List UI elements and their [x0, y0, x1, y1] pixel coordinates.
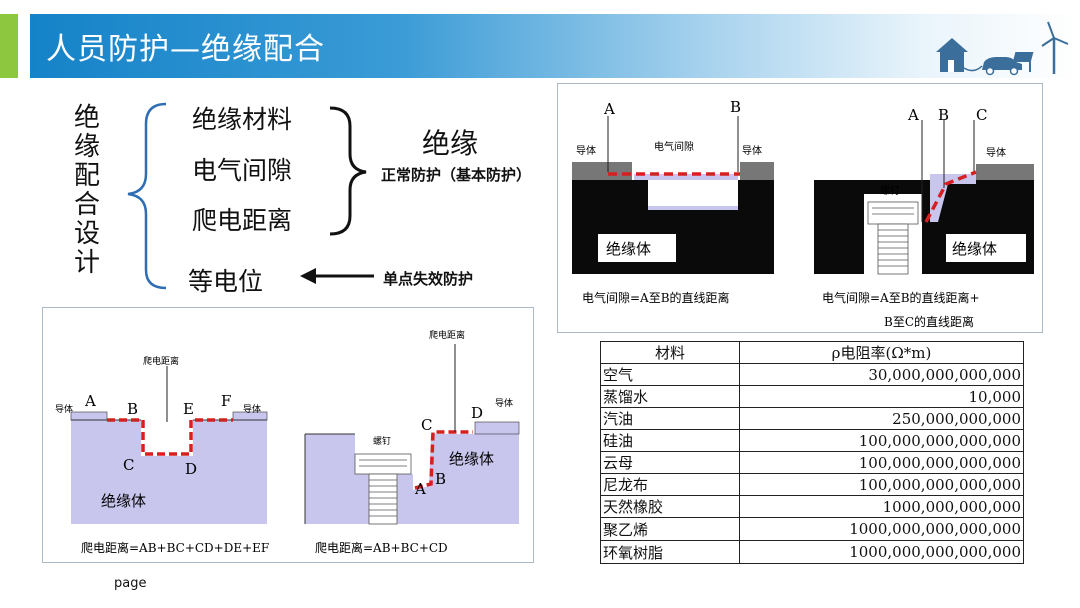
- material-cell: 空气: [600, 363, 740, 386]
- table-row: 尼龙布 100,000,000,000,000: [600, 473, 1024, 496]
- normal-protection-label: 正常防护（基本防护）: [381, 166, 532, 184]
- clearance-right-screw: 螺钉: [880, 185, 900, 197]
- resistivity-cell: 1000,000,000,000,000: [739, 540, 1024, 564]
- creepage-right-A: A: [414, 480, 426, 498]
- creepage-left-E: E: [183, 400, 194, 418]
- clearance-figure: A B 导体 导体 电气间隙 绝缘体 电气间隙=A至B的直线距离: [557, 83, 1043, 333]
- creepage-left-conductor-a: 导体: [55, 403, 73, 415]
- creepage-right-B: B: [435, 470, 446, 488]
- term-insulating-material: 绝缘材料: [192, 105, 293, 134]
- vertical-title: 绝 缘 配 合 设 计: [70, 104, 104, 278]
- clearance-right-C: C: [976, 106, 987, 124]
- footer-page-label: page: [114, 576, 147, 591]
- table-row: 蒸馏水 10,000: [600, 385, 1024, 408]
- resistivity-cell: 100,000,000,000,000: [739, 429, 1024, 452]
- insulation-label: 绝缘: [422, 127, 479, 160]
- page-title: 人员防护—绝缘配合: [46, 32, 325, 67]
- table-row: 环氧树脂 1000,000,000,000,000: [600, 540, 1024, 564]
- resistivity-cell: 10,000: [739, 385, 1024, 408]
- table-row: 汽油 250,000,000,000: [600, 407, 1024, 430]
- table-row: 聚乙烯 1000,000,000,000,000: [600, 517, 1024, 541]
- vertical-title-char: 合: [73, 190, 100, 220]
- vertical-title-char: 配: [73, 161, 100, 191]
- term-clearance: 电气间隙: [192, 156, 293, 185]
- clearance-left-conductor-b: 导体: [742, 145, 762, 157]
- creepage-left-insulator: 绝缘体: [101, 492, 146, 510]
- resistivity-cell: 30,000,000,000,000: [739, 363, 1024, 386]
- clearance-right-caption-1: 电气间隙=A至B的直线距离+: [822, 290, 980, 305]
- material-cell: 云母: [600, 451, 740, 474]
- material-cell: 尼龙布: [600, 473, 740, 496]
- table-row: 天然橡胶 1000,000,000,000: [600, 495, 1024, 518]
- brace-diagram: [127, 102, 374, 290]
- creepage-right-screw: 螺钉: [373, 436, 391, 447]
- clearance-right-A: A: [907, 106, 919, 124]
- creepage-right-caption: 爬电距离=AB+BC+CD: [315, 540, 448, 555]
- creepage-figure: 爬电距离 导体 导体 A B C D E F 绝缘体 爬电距离=AB+BC+CD…: [42, 307, 534, 563]
- creepage-right-insulator: 绝缘体: [449, 450, 494, 468]
- resistivity-cell: 1000,000,000,000,000: [739, 517, 1024, 541]
- creepage-right-conductor: 导体: [495, 397, 513, 409]
- material-cell: 汽油: [600, 407, 740, 430]
- creepage-left-label: 爬电距离: [143, 355, 179, 367]
- header-accent: [0, 14, 18, 78]
- creepage-left-B: B: [127, 400, 138, 418]
- material-cell: 环氧树脂: [600, 540, 740, 564]
- creepage-left-F: F: [221, 392, 231, 410]
- term-equipotential: 等电位: [188, 267, 264, 296]
- clearance-left-conductor-a: 导体: [576, 145, 596, 157]
- vertical-title-char: 绝: [73, 103, 100, 133]
- single-fault-label: 单点失效防护: [383, 270, 474, 288]
- creepage-right-label: 爬电距离: [429, 329, 465, 341]
- resistivity-cell: 100,000,000,000,000: [739, 473, 1024, 496]
- creepage-left-D: D: [185, 460, 197, 478]
- vertical-title-char: 计: [73, 248, 100, 278]
- material-cell: 蒸馏水: [600, 385, 740, 408]
- table-row: 硅油 100,000,000,000,000: [600, 429, 1024, 452]
- clearance-right-diagram: [814, 120, 1034, 275]
- resistivity-cell: 1000,000,000,000: [739, 495, 1024, 518]
- material-cell: 硅油: [600, 429, 740, 452]
- creepage-left-caption: 爬电距离=AB+BC+CD+DE+EF: [81, 540, 269, 555]
- creepage-left-C: C: [123, 456, 134, 474]
- clearance-right-B: B: [938, 106, 949, 124]
- creepage-right-D: D: [471, 404, 483, 422]
- material-cell: 天然橡胶: [600, 495, 740, 518]
- table-row: 空气 30,000,000,000,000: [600, 363, 1024, 386]
- resistivity-cell: 250,000,000,000: [739, 407, 1024, 430]
- arrow-head: [300, 268, 316, 284]
- clearance-left-gap-label: 电气间隙: [654, 140, 694, 153]
- header-material: 材料: [600, 341, 740, 364]
- vertical-title-char: 缘: [73, 132, 100, 162]
- clearance-right-conductor: 导体: [986, 147, 1006, 159]
- right-brace: [329, 106, 367, 236]
- table-header-row: 材料 ρ电阻率(Ω*m): [600, 341, 1024, 364]
- clearance-right-caption-2: B至C的直线距离: [884, 314, 974, 329]
- creepage-left-diagram: [70, 366, 268, 524]
- clearance-right-insulator: 绝缘体: [952, 240, 997, 258]
- creepage-left-conductor-b: 导体: [243, 403, 261, 415]
- house-car-wind-icon: [936, 21, 1069, 76]
- resistivity-cell: 100,000,000,000,000: [739, 451, 1024, 474]
- clearance-left-diagram: [572, 116, 774, 274]
- creepage-right-diagram: [304, 344, 520, 525]
- creepage-right-C: C: [421, 416, 432, 434]
- header-bar: [30, 14, 1080, 78]
- left-brace: [127, 102, 167, 290]
- table-row: 云母 100,000,000,000,000: [600, 451, 1024, 474]
- material-cell: 聚乙烯: [600, 517, 740, 541]
- term-creepage: 爬电距离: [192, 206, 293, 235]
- clearance-left-caption: 电气间隙=A至B的直线距离: [582, 290, 730, 305]
- clearance-left-B: B: [730, 98, 741, 116]
- resistivity-table: 材料 ρ电阻率(Ω*m) 空气 30,000,000,000,000 蒸馏水 1…: [600, 341, 1024, 564]
- vertical-title-char: 设: [73, 219, 100, 249]
- clearance-left-insulator: 绝缘体: [606, 240, 651, 258]
- creepage-left-A: A: [84, 392, 96, 410]
- header-resistivity: ρ电阻率(Ω*m): [739, 341, 1024, 364]
- clearance-left-A: A: [603, 100, 615, 118]
